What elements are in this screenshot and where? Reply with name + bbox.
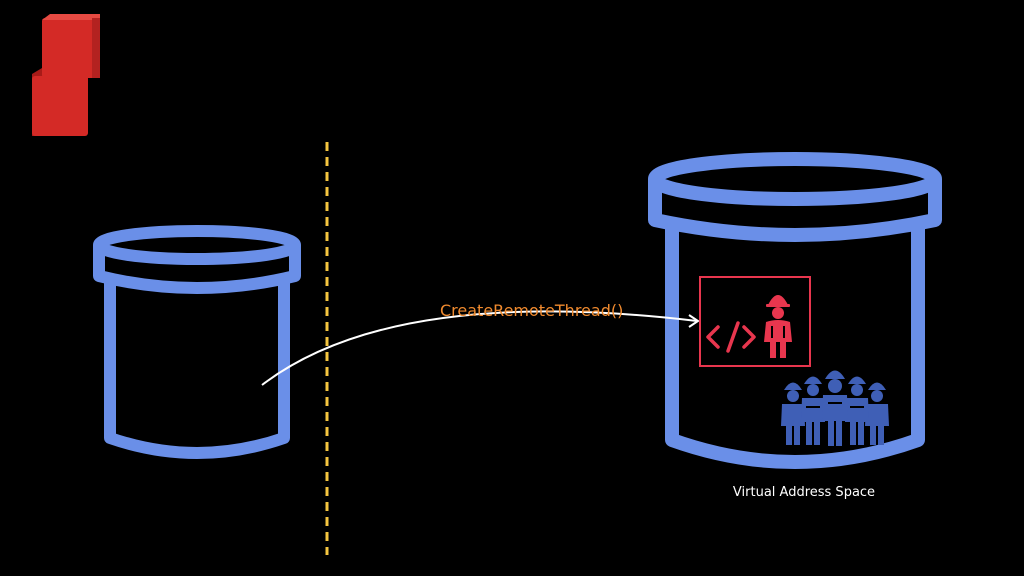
worker-group-icon	[781, 370, 889, 446]
api-call-label: CreateRemoteThread()	[440, 301, 623, 320]
arrow-head	[688, 314, 700, 328]
code-brackets-icon	[706, 321, 756, 353]
injected-thread-box	[699, 276, 811, 367]
worker-icon	[764, 295, 792, 358]
target-caption: Virtual Address Space	[733, 485, 875, 500]
source-process-container	[93, 225, 301, 459]
target-process-container	[648, 152, 942, 469]
remote-thread-arrow	[261, 310, 698, 386]
red-cubes-logo	[32, 14, 100, 136]
